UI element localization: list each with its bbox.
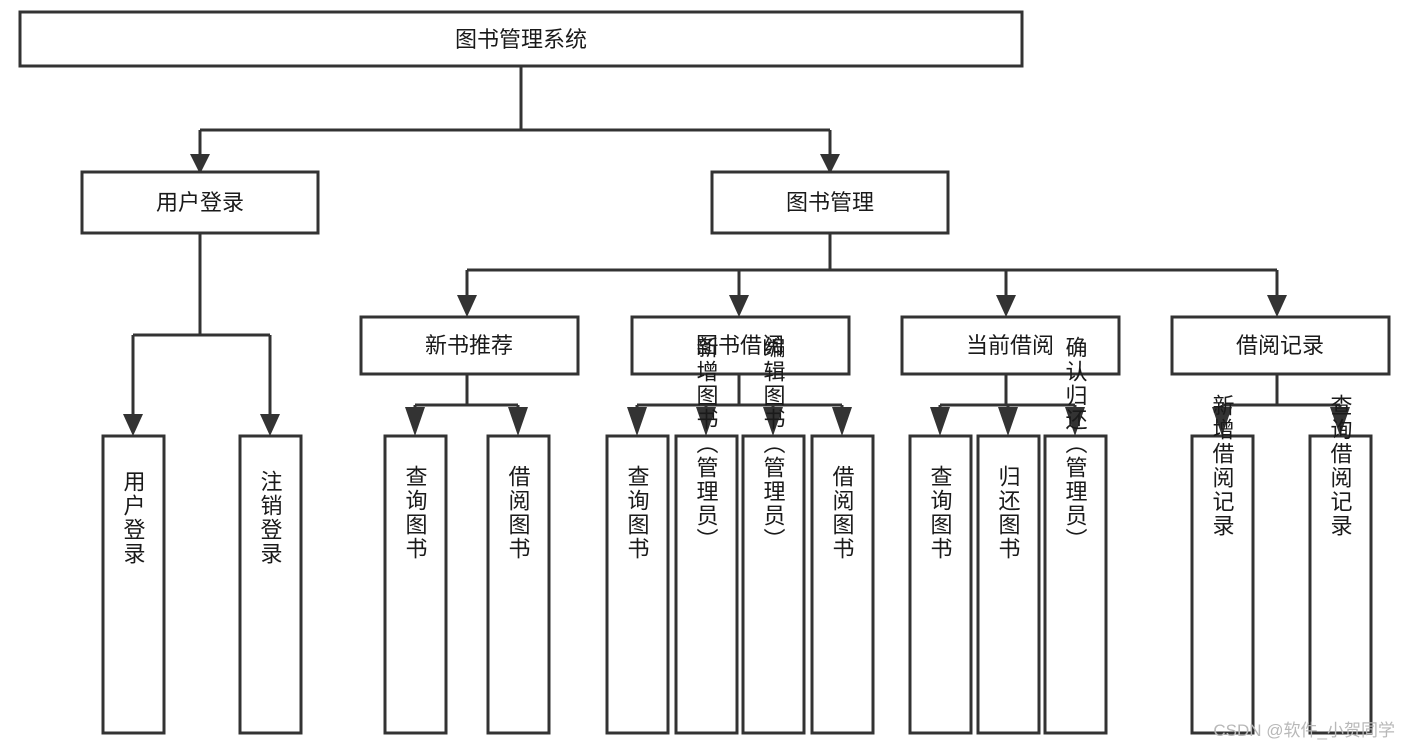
leaf-confirm-return-label: 确认归还（管理员） <box>1063 336 1088 552</box>
leaf-query-record-box[interactable] <box>1308 434 1373 735</box>
connector-group-current-borrow <box>930 374 1085 436</box>
leaf-query-book-1-label: 查询图书 <box>403 465 428 561</box>
leaf-query-record[interactable]: 查询借阅记录 <box>1308 394 1373 735</box>
node-root-label: 图书管理系统 <box>455 27 587 52</box>
arrow-head-book-manage <box>820 154 840 174</box>
node-new-book-recommend-label: 新书推荐 <box>425 333 513 358</box>
leaf-add-record[interactable]: 新增借阅记录 <box>1190 394 1255 735</box>
arrow-head-leaf-borrow-book-2 <box>832 407 852 436</box>
leaf-confirm-return[interactable]: 确认归还（管理员） <box>1043 336 1108 735</box>
leaf-edit-book-label: 编辑图书（管理员） <box>761 336 786 552</box>
arrow-head-leaf-add-record <box>1212 407 1232 436</box>
leaf-borrow-book-1-box[interactable] <box>486 434 551 735</box>
leaf-query-book-3-box[interactable] <box>908 434 973 735</box>
leaf-query-book-2-label: 查询图书 <box>625 465 650 561</box>
leaf-confirm-return-box[interactable] <box>1043 434 1108 735</box>
arrow-head-leaf-confirm-return <box>1065 407 1085 436</box>
leaf-query-record-label: 查询借阅记录 <box>1328 394 1353 538</box>
leaf-add-book-box[interactable] <box>674 434 739 735</box>
node-user-login[interactable]: 用户登录 <box>80 170 320 235</box>
leaf-return-book-label: 归还图书 <box>996 465 1021 561</box>
node-borrow-record[interactable]: 借阅记录 <box>1170 315 1391 376</box>
leaf-query-book-3-label: 查询图书 <box>928 465 953 561</box>
connector-group-root <box>190 66 840 174</box>
arrow-head-new-book-recommend <box>457 295 477 317</box>
arrow-head-leaf-query-record <box>1330 407 1350 436</box>
leaf-user-logout-label: 注销登录 <box>258 470 283 566</box>
leaf-user-login[interactable]: 用户登录 <box>101 434 166 735</box>
leaf-query-book-2-box[interactable] <box>605 434 670 735</box>
node-current-borrow-label: 当前借阅 <box>966 333 1054 358</box>
arrow-head-current-borrow <box>996 295 1016 317</box>
leaf-edit-book-box[interactable] <box>741 434 806 735</box>
connector-group-borrow-record <box>1212 374 1350 436</box>
arrow-head-leaf-add-book <box>696 407 716 436</box>
leaf-query-book-1[interactable]: 查询图书 <box>383 434 448 735</box>
node-borrow-record-box[interactable] <box>1170 315 1391 376</box>
leaf-query-book-3[interactable]: 查询图书 <box>908 434 973 735</box>
node-book-borrow[interactable]: 图书借阅 <box>630 315 851 376</box>
arrow-head-leaf-query-book-2 <box>627 407 647 436</box>
csdn-watermark: CSDN @软件_小贺同学 <box>1213 721 1395 740</box>
node-book-manage[interactable]: 图书管理 <box>710 170 950 235</box>
leaf-query-book-2[interactable]: 查询图书 <box>605 434 670 735</box>
arrow-head-user-login <box>190 154 210 174</box>
node-user-login-box[interactable] <box>80 170 320 235</box>
leaf-user-login-box[interactable] <box>101 434 166 735</box>
leaf-borrow-book-1-label: 借阅图书 <box>506 465 531 561</box>
leaf-add-record-label: 新增借阅记录 <box>1210 394 1235 538</box>
node-new-book-recommend[interactable]: 新书推荐 <box>359 315 580 376</box>
connector-group-new-book-recommend <box>405 374 528 436</box>
leaf-user-login-label: 用户登录 <box>121 470 146 566</box>
connector-group-book-manage <box>457 233 1287 317</box>
node-book-borrow-box[interactable] <box>630 315 851 376</box>
leaf-query-book-1-box[interactable] <box>383 434 448 735</box>
leaf-user-logout[interactable]: 注销登录 <box>238 434 303 735</box>
node-book-manage-box[interactable] <box>710 170 950 235</box>
node-borrow-record-label: 借阅记录 <box>1236 333 1324 358</box>
node-root[interactable]: 图书管理系统 <box>18 10 1024 68</box>
connector-group-user-login <box>123 233 280 436</box>
arrow-head-leaf-user-login <box>123 414 143 436</box>
node-book-borrow-label: 图书借阅 <box>696 333 784 358</box>
leaf-add-book[interactable]: 新增图书（管理员） <box>674 336 739 735</box>
node-current-borrow-box[interactable] <box>900 315 1121 376</box>
leaf-return-book[interactable]: 归还图书 <box>976 434 1041 735</box>
node-book-manage-label: 图书管理 <box>786 190 874 215</box>
leaf-borrow-book-2[interactable]: 借阅图书 <box>810 434 875 735</box>
arrow-head-leaf-query-book-1 <box>405 407 425 436</box>
arrow-head-leaf-query-book-3 <box>930 407 950 436</box>
leaf-add-book-label: 新增图书（管理员） <box>694 336 719 552</box>
connector-group-book-borrow <box>627 374 852 436</box>
arrow-head-leaf-return-book <box>998 407 1018 436</box>
arrow-head-book-borrow <box>729 295 749 317</box>
arrow-head-borrow-record <box>1267 295 1287 317</box>
node-current-borrow[interactable]: 当前借阅 <box>900 315 1121 376</box>
node-user-login-label: 用户登录 <box>156 190 244 215</box>
arrow-head-leaf-user-logout <box>260 414 280 436</box>
leaf-user-logout-box[interactable] <box>238 434 303 735</box>
node-new-book-recommend-box[interactable] <box>359 315 580 376</box>
arrow-head-leaf-edit-book <box>763 407 783 436</box>
leaf-borrow-book-2-label: 借阅图书 <box>830 465 855 561</box>
arrow-head-leaf-borrow-book-1 <box>508 407 528 436</box>
leaf-return-book-box[interactable] <box>976 434 1041 735</box>
node-root-box[interactable] <box>18 10 1024 68</box>
leaf-edit-book[interactable]: 编辑图书（管理员） <box>741 336 806 735</box>
leaf-borrow-book-1[interactable]: 借阅图书 <box>486 434 551 735</box>
leaf-add-record-box[interactable] <box>1190 434 1255 735</box>
leaf-borrow-book-2-box[interactable] <box>810 434 875 735</box>
